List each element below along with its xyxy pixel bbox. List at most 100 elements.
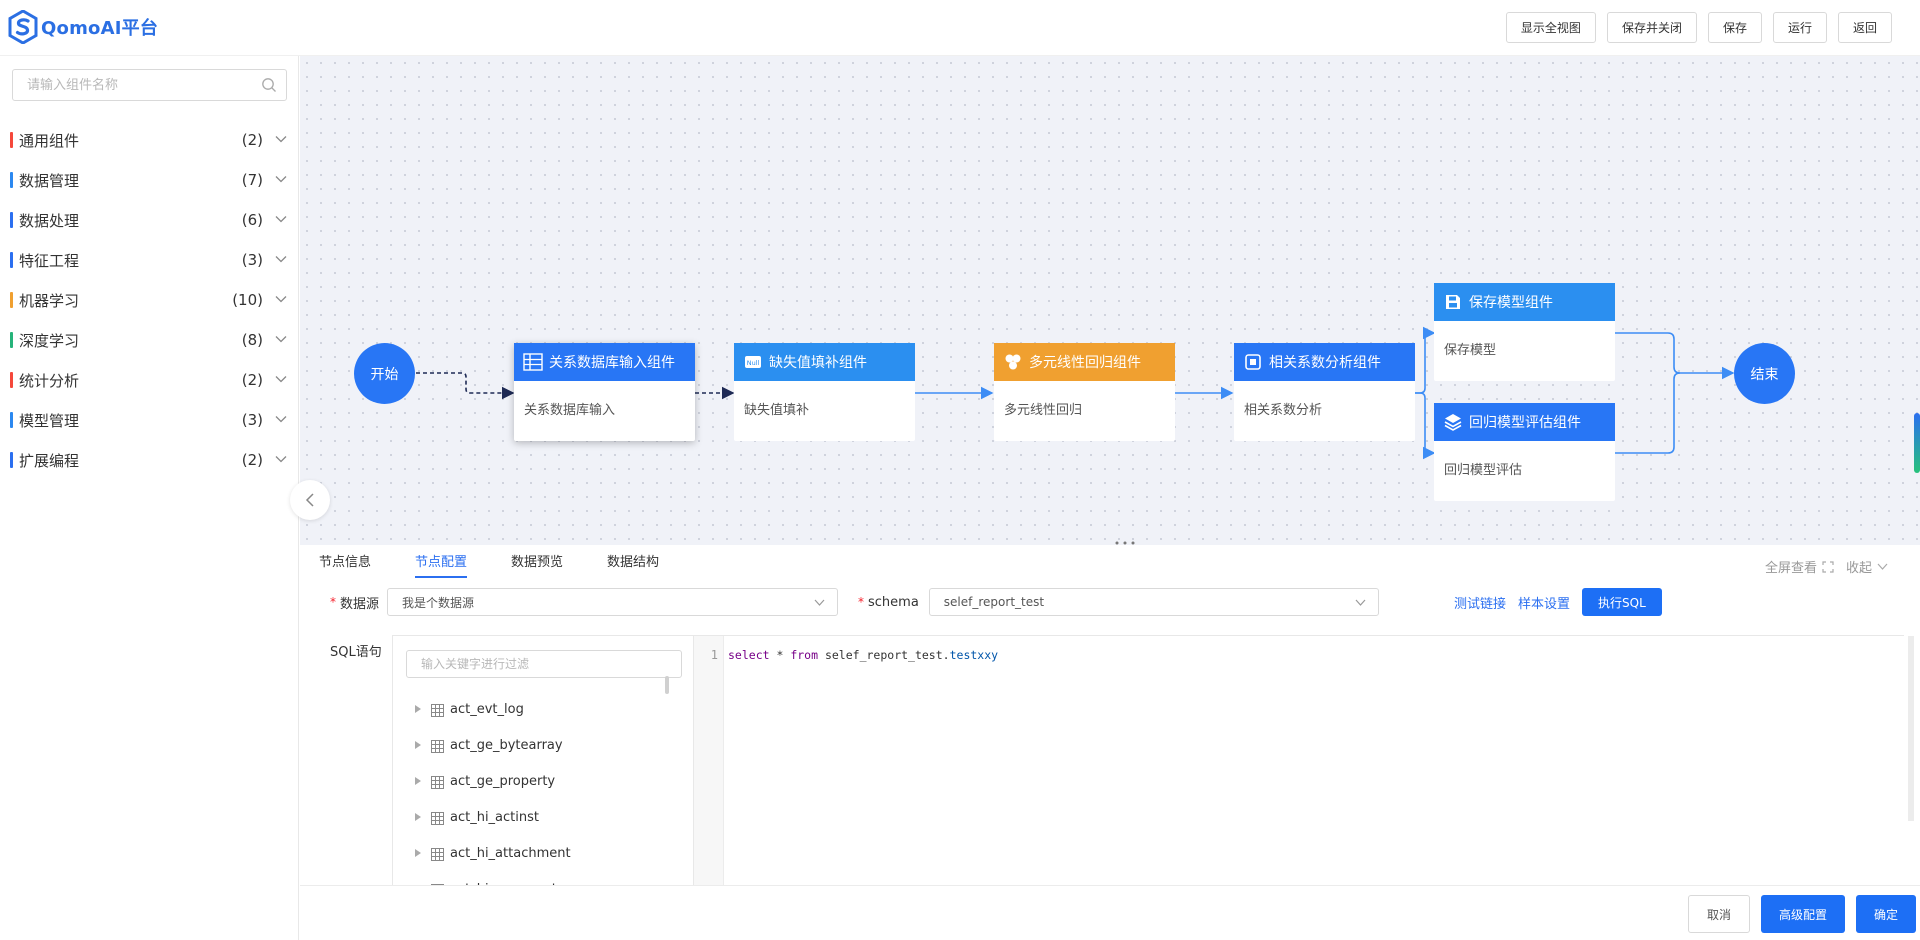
category-color-bar bbox=[10, 132, 13, 148]
collapse-sidebar-button[interactable] bbox=[290, 480, 330, 520]
end-node[interactable]: 结束 bbox=[1734, 343, 1795, 404]
tab-node-config[interactable]: 节点配置 bbox=[415, 551, 468, 578]
chevron-down-icon bbox=[814, 599, 825, 606]
app-logo[interactable]: QomoAI平台 bbox=[8, 10, 158, 44]
caret-right-icon[interactable] bbox=[415, 705, 421, 713]
start-node[interactable]: 开始 bbox=[354, 343, 415, 404]
chevron-down-icon[interactable] bbox=[275, 174, 287, 184]
node-save-model-body: 保存模型 bbox=[1444, 343, 1497, 358]
datasource-value: 我是个数据源 bbox=[402, 595, 475, 610]
caret-right-icon[interactable] bbox=[415, 813, 421, 821]
node-missing-fill[interactable]: Null 缺失值填补组件 缺失值填补 bbox=[734, 343, 915, 441]
category-name: 数据管理 bbox=[19, 171, 80, 190]
table-icon bbox=[431, 776, 444, 789]
chevron-down-icon[interactable] bbox=[275, 294, 287, 304]
schema-value: selef_report_test bbox=[943, 595, 1045, 609]
datasource-label: 数据源 bbox=[340, 596, 380, 612]
cancel-button[interactable]: 取消 bbox=[1687, 895, 1750, 933]
category-item[interactable]: 模型管理(3) bbox=[0, 400, 299, 440]
category-count: (3) bbox=[241, 251, 263, 269]
table-tree-item[interactable]: act_ge_bytearray bbox=[393, 727, 693, 763]
chevron-down-icon[interactable] bbox=[275, 254, 287, 264]
category-name: 深度学习 bbox=[19, 331, 80, 350]
back-button[interactable]: 返回 bbox=[1837, 12, 1892, 43]
category-item[interactable]: 数据管理(7) bbox=[0, 160, 299, 200]
caret-right-icon[interactable] bbox=[415, 741, 421, 749]
component-search-input[interactable] bbox=[13, 70, 243, 100]
category-item[interactable]: 通用组件(2) bbox=[0, 120, 299, 160]
category-item[interactable]: 特征工程(3) bbox=[0, 240, 299, 280]
chevron-down-icon[interactable] bbox=[275, 374, 287, 384]
table-filter-input[interactable] bbox=[407, 651, 667, 677]
canvas-scrollbar[interactable] bbox=[1914, 413, 1920, 473]
caret-right-icon[interactable] bbox=[415, 777, 421, 785]
chevron-down-icon[interactable] bbox=[275, 414, 287, 424]
sql-code[interactable]: select * from selef_report_test.testxxy bbox=[728, 648, 998, 662]
category-item[interactable]: 扩展编程(2) bbox=[0, 440, 299, 480]
category-item[interactable]: 统计分析(2) bbox=[0, 360, 299, 400]
table-tree-item[interactable]: act_ge_property bbox=[393, 763, 693, 799]
editor-scrollbar[interactable] bbox=[1908, 636, 1914, 821]
execute-sql-button[interactable]: 执行SQL bbox=[1582, 588, 1662, 616]
category-color-bar bbox=[10, 452, 13, 468]
confirm-button[interactable]: 确定 bbox=[1855, 895, 1916, 933]
panel-footer: 取消 高级配置 确定 bbox=[300, 885, 1920, 940]
chevron-down-icon[interactable] bbox=[275, 214, 287, 224]
table-tree-item[interactable]: act_hi_actinst bbox=[393, 799, 693, 835]
category-color-bar bbox=[10, 172, 13, 188]
category-count: (2) bbox=[241, 371, 263, 389]
node-missing-fill-title: 缺失值填补组件 bbox=[769, 355, 867, 371]
logo-hexagon-icon bbox=[8, 10, 38, 44]
tab-node-info[interactable]: 节点信息 bbox=[319, 555, 372, 570]
sql-actions: 测试链接 样本设置 执行SQL bbox=[1454, 588, 1662, 616]
node-correlation[interactable]: 相关系数分析组件 相关系数分析 bbox=[1234, 343, 1415, 441]
datasource-select[interactable]: 我是个数据源 bbox=[387, 588, 839, 616]
node-correlation-body: 相关系数分析 bbox=[1244, 403, 1323, 418]
line-number: 1 bbox=[710, 648, 718, 662]
database-table-icon bbox=[523, 353, 543, 371]
tree-scrollbar[interactable] bbox=[665, 676, 669, 694]
search-icon[interactable] bbox=[261, 77, 277, 93]
schema-select[interactable]: selef_report_test bbox=[928, 588, 1379, 616]
save-icon bbox=[1446, 295, 1460, 309]
table-tree-item[interactable]: act_evt_log bbox=[393, 691, 693, 727]
node-db-input[interactable]: 关系数据库输入组件 关系数据库输入 bbox=[514, 343, 695, 441]
category-item[interactable]: 机器学习(10) bbox=[0, 280, 299, 320]
category-item[interactable]: 深度学习(8) bbox=[0, 320, 299, 360]
collapse-panel-button[interactable]: 收起 bbox=[1846, 557, 1888, 576]
run-button[interactable]: 运行 bbox=[1772, 12, 1827, 43]
tab-data-structure[interactable]: 数据结构 bbox=[607, 555, 660, 570]
node-save-model[interactable]: 保存模型组件 保存模型 bbox=[1434, 283, 1615, 381]
table-tree-item[interactable]: act_hi_attachment bbox=[393, 835, 693, 871]
category-name: 机器学习 bbox=[19, 291, 80, 310]
link-start-to-db bbox=[416, 372, 515, 400]
sample-settings-button[interactable]: 样本设置 bbox=[1518, 596, 1571, 612]
test-link-button[interactable]: 测试链接 bbox=[1454, 596, 1507, 612]
circles-icon bbox=[1005, 354, 1021, 370]
node-missing-fill-body: 缺失值填补 bbox=[744, 403, 810, 418]
node-regression-eval-header: 回归模型评估组件 bbox=[1434, 403, 1615, 441]
category-name: 数据处理 bbox=[19, 211, 80, 230]
tab-data-preview[interactable]: 数据预览 bbox=[511, 555, 564, 570]
category-color-bar bbox=[10, 252, 13, 268]
table-icon bbox=[431, 740, 444, 753]
show-full-view-button[interactable]: 显示全视图 bbox=[1505, 12, 1596, 43]
node-regression-eval-body: 回归模型评估 bbox=[1444, 463, 1523, 478]
category-count: (3) bbox=[241, 411, 263, 429]
chevron-down-icon[interactable] bbox=[275, 454, 287, 464]
category-item[interactable]: 数据处理(6) bbox=[0, 200, 299, 240]
save-button[interactable]: 保存 bbox=[1707, 12, 1762, 43]
fullscreen-view-button[interactable]: 全屏查看 bbox=[1765, 557, 1834, 576]
chevron-down-icon[interactable] bbox=[275, 134, 287, 144]
node-linear-regression[interactable]: 多元线性回归组件 多元线性回归 bbox=[994, 343, 1175, 441]
flow-canvas[interactable]: 开始 结束 关系数据库输入组件 关系数据库输入 Null 缺失值填补组 bbox=[290, 56, 1920, 551]
save-and-close-button[interactable]: 保存并关闭 bbox=[1606, 12, 1697, 43]
chevron-left-icon bbox=[305, 493, 314, 507]
chevron-down-icon[interactable] bbox=[275, 334, 287, 344]
advanced-config-button[interactable]: 高级配置 bbox=[1760, 895, 1845, 933]
node-regression-eval[interactable]: 回归模型评估组件 回归模型评估 bbox=[1434, 403, 1615, 501]
node-correlation-title: 相关系数分析组件 bbox=[1269, 355, 1381, 371]
caret-right-icon[interactable] bbox=[415, 849, 421, 857]
